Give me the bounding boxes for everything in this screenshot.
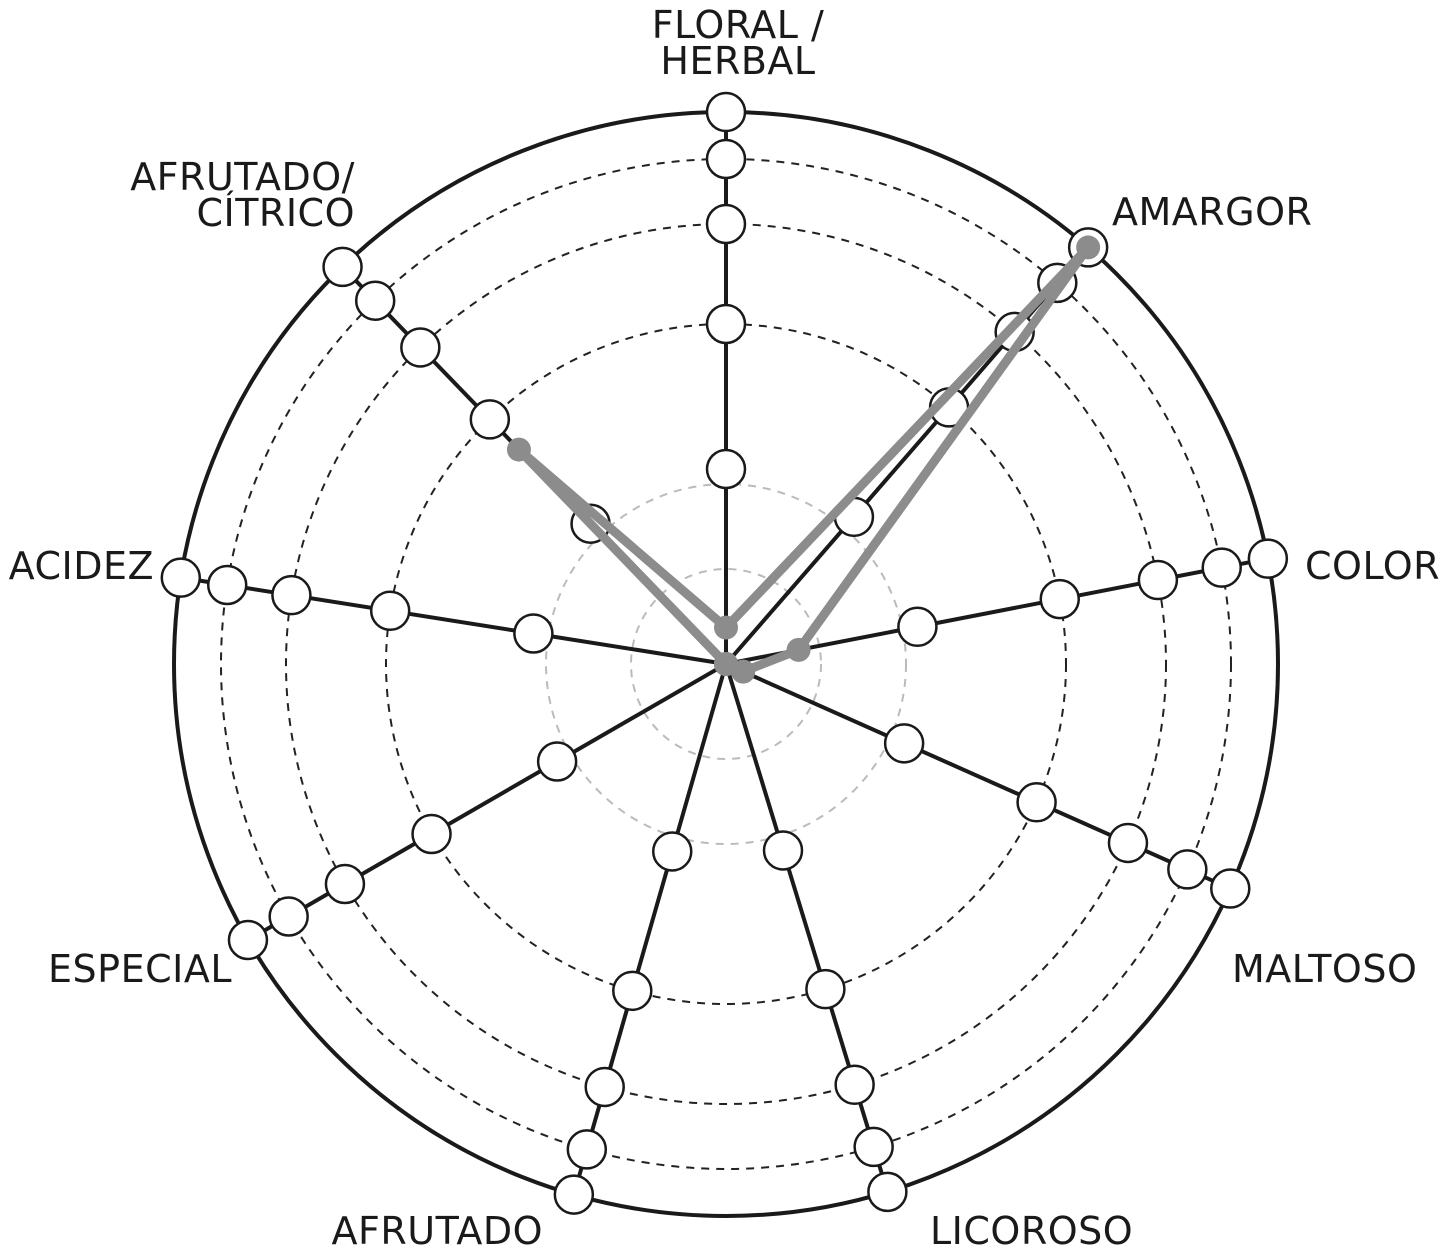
axis-label-3-line-1: COLOR bbox=[1305, 544, 1440, 588]
axis-5-marker-1 bbox=[762, 830, 804, 871]
axis-5-marker-4 bbox=[853, 1126, 894, 1168]
axis-label-8-line-1: ACIDEZ bbox=[9, 544, 154, 588]
axis-label-7-line-1: ESPECIAL bbox=[48, 947, 232, 991]
axis-label-4-line-1: MALTOSO bbox=[1232, 947, 1417, 991]
axis-spoke-8 bbox=[180, 575, 727, 666]
axis-label-9-line-2: CÍTRICO bbox=[196, 191, 355, 235]
axis-8-marker-3 bbox=[271, 574, 312, 616]
axis-9-marker-3 bbox=[400, 327, 441, 368]
axis-7-marker-1 bbox=[536, 741, 578, 782]
axis-6-marker-3 bbox=[584, 1066, 625, 1108]
axis-label-6-line-1: AFRUTADO bbox=[332, 1209, 544, 1252]
axis-9-marker-5 bbox=[322, 246, 363, 288]
axis-label-5-line-1: LICOROSO bbox=[930, 1209, 1133, 1252]
axis-labels-layer: FLORAL /HERBAL AMARGOR COLOR MALTOSO LICOROS… bbox=[9, 3, 1440, 1252]
axis-1-marker-5 bbox=[705, 91, 747, 133]
axis-label-9-line-1: AFRUTADO/ bbox=[130, 155, 355, 199]
axis-label-1-line-2: HERBAL bbox=[660, 39, 815, 83]
axis-4-marker-1 bbox=[883, 723, 925, 764]
axis-4-marker-5 bbox=[1210, 868, 1251, 909]
axis-spoke-7 bbox=[246, 662, 728, 942]
axis-1-marker-4 bbox=[705, 138, 747, 180]
grid-ring-1 bbox=[630, 568, 822, 760]
axis-5-marker-3 bbox=[834, 1064, 875, 1106]
axis-label-1-line-1: FLORAL / bbox=[652, 3, 825, 47]
axis-6-marker-5 bbox=[553, 1174, 595, 1215]
series-1-point-1 bbox=[714, 615, 738, 640]
grid-ring-3 bbox=[385, 323, 1067, 1005]
series-layer bbox=[506, 235, 1101, 684]
axis-3-marker-2 bbox=[1039, 578, 1081, 620]
axis-5-marker-2 bbox=[805, 968, 846, 1010]
axis-3-marker-5 bbox=[1247, 538, 1289, 579]
axis-4-marker-3 bbox=[1107, 822, 1149, 864]
axis-spoke-5 bbox=[724, 663, 890, 1193]
axis-6-marker-1 bbox=[652, 831, 693, 872]
axis-1-marker-3 bbox=[705, 203, 747, 245]
series-line-1 bbox=[514, 242, 1093, 677]
axis-spoke-6 bbox=[571, 663, 728, 1196]
axis-8-marker-1 bbox=[513, 613, 554, 654]
series-1-point-9 bbox=[506, 437, 531, 462]
series-1-point-8 bbox=[714, 652, 738, 676]
series-1-point-2 bbox=[1076, 235, 1101, 260]
axis-9-marker-2 bbox=[469, 399, 511, 440]
axis-4-marker-2 bbox=[1016, 782, 1057, 823]
axis-7-marker-5 bbox=[227, 919, 269, 961]
axis-8-marker-5 bbox=[160, 557, 202, 598]
axis-3-marker-4 bbox=[1201, 547, 1242, 588]
axis-8-marker-4 bbox=[206, 564, 248, 606]
axis-8-marker-2 bbox=[369, 590, 411, 632]
axis-6-marker-2 bbox=[612, 970, 653, 1012]
axis-7-marker-3 bbox=[324, 863, 366, 905]
axis-9-marker-4 bbox=[354, 280, 396, 321]
axis-label-2-line-1: AMARGOR bbox=[1112, 190, 1312, 234]
axis-3-marker-3 bbox=[1137, 559, 1179, 601]
axis-5-marker-5 bbox=[867, 1171, 908, 1213]
axis-7-marker-4 bbox=[268, 896, 309, 937]
axis-7-marker-2 bbox=[411, 813, 452, 855]
axis-1-marker-1 bbox=[705, 448, 747, 490]
axis-6-marker-4 bbox=[566, 1129, 608, 1170]
axis-1-marker-2 bbox=[705, 303, 747, 345]
grid-ring-5 bbox=[220, 158, 1232, 1170]
axis-4-marker-4 bbox=[1167, 849, 1208, 890]
series-1-point-3 bbox=[786, 637, 811, 662]
axis-3-marker-1 bbox=[897, 606, 938, 648]
